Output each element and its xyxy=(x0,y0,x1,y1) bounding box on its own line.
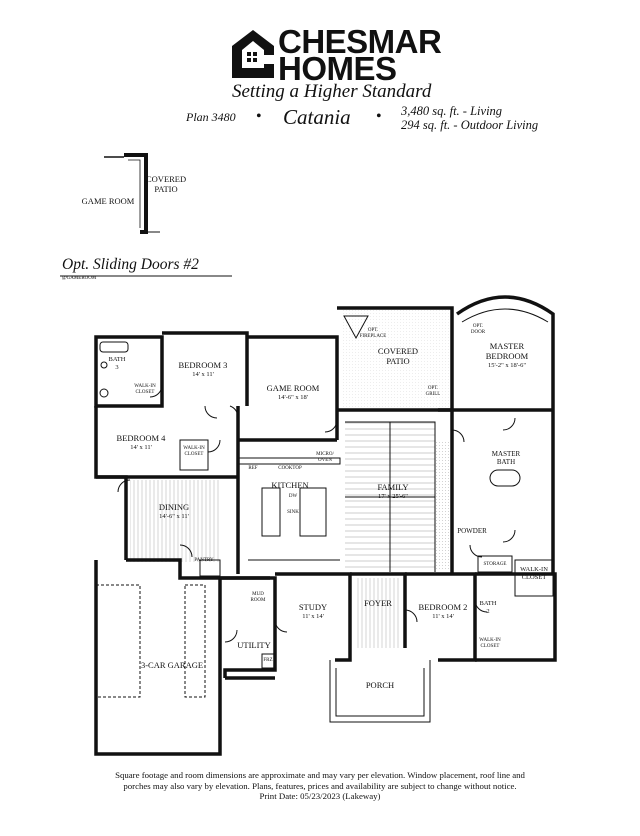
separator-bullet-2: • xyxy=(376,108,382,125)
porch-label: PORCH xyxy=(365,680,395,690)
brand-name-line1: CHESMAR xyxy=(278,23,442,60)
disclaimer: Square footage and room dimensions are a… xyxy=(60,770,580,802)
powder-label: POWDER xyxy=(457,527,487,535)
print-date: Print Date: 05/23/2023 (Lakeway) xyxy=(259,791,381,801)
micro-oven-label: MICRO/OVEN xyxy=(316,452,334,463)
plan-number: Plan 3480 xyxy=(186,110,236,124)
option-subtitle: @GAMEROOM xyxy=(62,276,97,281)
garage-label: 3-CAR GARAGE xyxy=(140,660,204,670)
living-sqft: 3,480 sq. ft. - Living xyxy=(401,104,503,118)
plan-name: Catania xyxy=(283,105,351,129)
opt-grill-label: OPT.GRILL xyxy=(425,386,441,397)
brand-logo: CHESMAR HOMES xyxy=(230,25,442,87)
inset-game-room-label: GAME ROOM xyxy=(81,196,135,206)
opt-fireplace-label: OPT.FIREPLACE xyxy=(359,328,387,339)
pantry-label: PANTRY xyxy=(194,558,214,563)
cooktop-label: COOKTOP xyxy=(278,466,302,471)
disclaimer-line-2: porches may also vary by elevation. Plan… xyxy=(123,780,517,791)
disclaimer-line-1: Square footage and room dimensions are a… xyxy=(115,770,525,780)
tagline: Setting a Higher Standard xyxy=(232,81,432,102)
opt-door-label: OPT.DOOR xyxy=(470,324,486,335)
sink-label: SINK xyxy=(287,510,299,515)
outdoor-sqft: 294 sq. ft. - Outdoor Living xyxy=(401,118,539,132)
utility-label: UTILITY xyxy=(237,640,271,650)
ref-label: REF xyxy=(248,466,258,471)
brand-name-line2: HOMES xyxy=(278,50,397,87)
separator-bullet-1: • xyxy=(256,108,262,125)
storage-label: STORAGE xyxy=(483,562,507,567)
house-logo-icon xyxy=(232,30,274,78)
dw-label: DW xyxy=(288,494,298,499)
foyer-label: FOYER xyxy=(364,598,392,608)
frz-label: FRZ xyxy=(263,658,273,663)
kitchen-label: KITCHEN xyxy=(271,480,309,490)
option-title: Opt. Sliding Doors #2 xyxy=(62,256,199,273)
